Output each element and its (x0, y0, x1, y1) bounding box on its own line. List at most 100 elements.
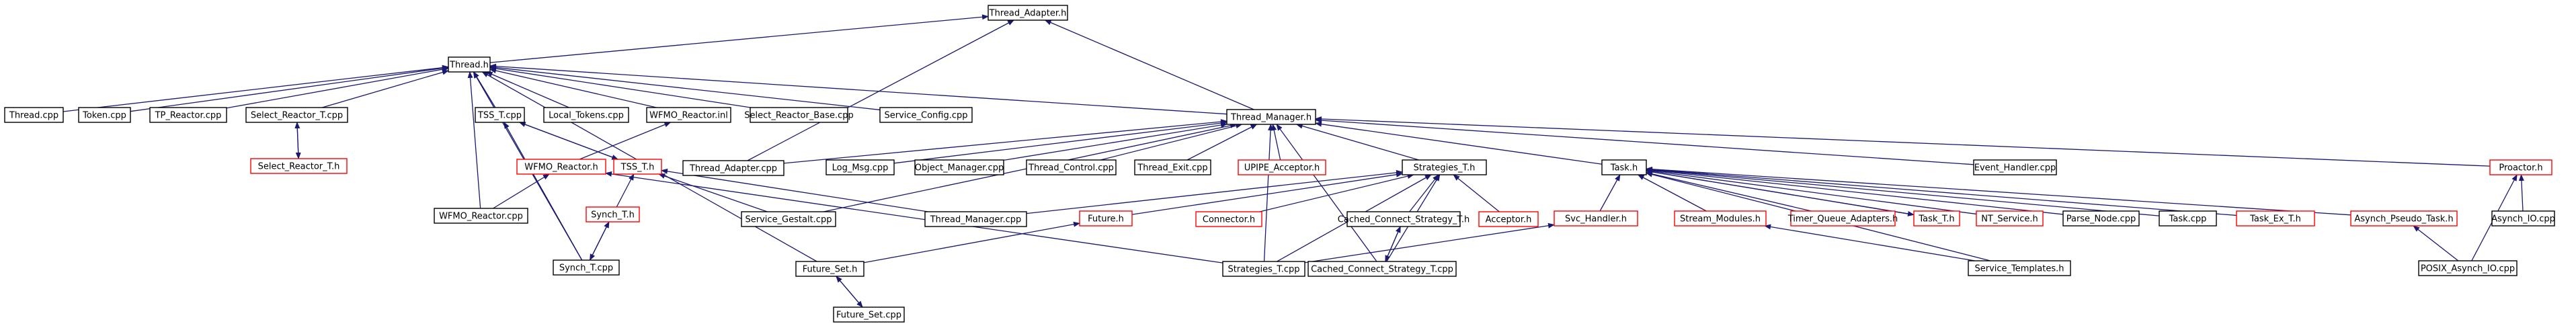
node-posix-asynch-io-cpp[interactable]: POSIX_Asynch_IO.cpp (2418, 260, 2518, 276)
edge-n20-to-n2 (1003, 122, 1227, 161)
node-label: Acceptor.h (1486, 215, 1532, 225)
edge-n13-to-n10 (579, 122, 672, 160)
edge-n2-to-n1 (489, 63, 1227, 115)
node-select-reactor-t-h[interactable]: Select_Reactor_T.h (250, 158, 348, 174)
node-label: Log_Msg.cpp (832, 163, 889, 173)
node-box (879, 107, 973, 123)
edge-n29-to-n24 (1026, 169, 1403, 214)
node-svc-handler-h[interactable]: Svc_Handler.h (1554, 210, 1638, 227)
edge-n11-to-n1 (489, 66, 751, 108)
edge-n5-to-n1 (226, 67, 449, 109)
node-box (1601, 159, 1647, 175)
node-box (516, 159, 606, 175)
node-future-set-h[interactable]: Future_Set.h (795, 261, 864, 277)
node-proactor-h[interactable]: Proactor.h (2489, 159, 2552, 175)
node-box (1402, 159, 1487, 175)
node-label: Local_Tokens.cpp (549, 111, 624, 121)
node-asynch-io-cpp[interactable]: Asynch_IO.cpp (2491, 210, 2555, 227)
node-label: TP_Reactor.cpp (155, 111, 222, 121)
node-box (4, 107, 64, 123)
node-tp-reactor-cpp[interactable]: TP_Reactor.cpp (149, 107, 227, 123)
edge-n2-to-n0 (1044, 19, 1254, 110)
node-box (750, 107, 848, 123)
node-box (553, 259, 620, 276)
edge-n19-to-n2 (893, 120, 1227, 164)
node-service-config-cpp[interactable]: Service_Config.cpp (879, 107, 973, 123)
node-connector-h[interactable]: Connector.h (1195, 211, 1262, 227)
node-label: Timer_Queue_Adapters.h (1787, 214, 1898, 225)
node-label: Task_Ex_T.h (2249, 214, 2301, 225)
node-wfmo-reactor-inl[interactable]: WFMO_Reactor.inl (646, 107, 731, 123)
node-box (682, 160, 784, 176)
node-stream-modules-h[interactable]: Stream_Modules.h (1674, 210, 1767, 227)
node-timer-queue-adapters-h[interactable]: Timer_Queue_Adapters.h (1787, 210, 1898, 227)
node-thread-adapter-h[interactable]: Thread_Adapter.h (988, 5, 1068, 21)
node-future-set-cpp[interactable]: Future_Set.cpp (833, 307, 905, 323)
node-object-manager-cpp[interactable]: Object_Manager.cpp (914, 159, 1004, 175)
node-thread-manager-h[interactable]: Thread_Manager.h (1226, 109, 1316, 125)
node-label: Thread_Adapter.h (989, 9, 1067, 19)
node-acceptor-h[interactable]: Acceptor.h (1478, 211, 1539, 227)
node-token-cpp[interactable]: Token.cpp (78, 107, 131, 123)
edge-n22-to-n2 (1186, 124, 1258, 161)
dependency-edges (63, 14, 2524, 308)
node-service-gestalt-cpp[interactable]: Service_Gestalt.cpp (741, 211, 836, 227)
node-strategies-t-h[interactable]: Strategies_T.h (1402, 159, 1487, 175)
node-service-templates-h[interactable]: Service_Templates.h (1968, 260, 2071, 276)
edge-n30-to-n24 (1131, 171, 1403, 215)
node-nt-service-h[interactable]: NT_Service.h (1976, 210, 2044, 227)
node-task-t-h[interactable]: Task_T.h (1913, 210, 1960, 227)
node-box (1976, 210, 2044, 227)
node-task-cpp[interactable]: Task.cpp (2159, 210, 2217, 227)
node-label: Asynch_Pseudo_Task.h (2354, 214, 2453, 225)
node-future-h[interactable]: Future.h (1079, 210, 1133, 227)
node-box (1674, 210, 1767, 227)
node-log-msg-cpp[interactable]: Log_Msg.cpp (826, 159, 895, 175)
node-label: Cached_Connect_Strategy_T.cpp (1311, 265, 1453, 275)
node-thread-h[interactable]: Thread.h (448, 56, 491, 73)
node-label: Strategies_T.cpp (1227, 265, 1299, 275)
node-box (78, 107, 131, 123)
node-thread-adapter-cpp[interactable]: Thread_Adapter.cpp (682, 160, 784, 176)
node-task-h[interactable]: Task.h (1601, 159, 1647, 175)
edge-n38-to-n25 (1646, 168, 1977, 215)
node-tss-t-h[interactable]: TSS_T.h (613, 159, 662, 175)
node-strategies-t-cpp[interactable]: Strategies_T.cpp (1222, 261, 1305, 277)
node-box (149, 107, 227, 123)
node-box (543, 107, 629, 123)
node-label: Service_Templates.h (1974, 264, 2064, 274)
node-thread-exit-cpp[interactable]: Thread_Exit.cpp (1134, 159, 1211, 175)
node-cached-connect-strategy-t-h[interactable]: Cached_Connect_Strategy_T.h (1338, 211, 1470, 227)
node-event-handler-cpp[interactable]: Event_Handler.cpp (1973, 159, 2057, 175)
node-synch-t-cpp[interactable]: Synch_T.cpp (553, 259, 620, 276)
node-box (475, 107, 525, 123)
node-task-ex-t-h[interactable]: Task_Ex_T.h (2236, 210, 2315, 227)
node-cached-connect-strategy-t-cpp[interactable]: Cached_Connect_Strategy_T.cpp (1307, 261, 1457, 277)
node-box (1195, 211, 1262, 227)
node-parse-node-cpp[interactable]: Parse_Node.cpp (2062, 210, 2140, 227)
node-tss-t-cpp[interactable]: TSS_T.cpp (475, 107, 525, 123)
node-label: Service_Config.cpp (884, 111, 967, 121)
node-box (914, 159, 1004, 175)
node-synch-t-h[interactable]: Synch_T.h (586, 206, 640, 222)
node-label: Asynch_IO.cpp (2491, 214, 2555, 225)
node-asynch-pseudo-task-h[interactable]: Asynch_Pseudo_Task.h (2350, 210, 2458, 227)
node-box (1554, 210, 1638, 227)
node-thread-manager-cpp[interactable]: Thread_Manager.cpp (924, 211, 1027, 227)
node-select-reactor-t-cpp[interactable]: Select_Reactor_T.cpp (245, 107, 348, 123)
node-upipe-acceptor-h[interactable]: UPIPE_Acceptor.h (1238, 159, 1326, 175)
node-box (2236, 210, 2315, 227)
node-thread-control-cpp[interactable]: Thread_Control.cpp (1026, 159, 1117, 175)
node-label: TSS_T.h (620, 163, 655, 173)
edge-n24-to-n2 (1295, 123, 1419, 161)
node-box (1079, 210, 1133, 227)
node-label: Connector.h (1203, 215, 1255, 225)
node-select-reactor-base-cpp[interactable]: Select_Reactor_Base.cpp (744, 107, 854, 123)
node-thread-cpp[interactable]: Thread.cpp (4, 107, 64, 123)
node-local-tokens-cpp[interactable]: Local_Tokens.cpp (543, 107, 629, 123)
node-box (1973, 159, 2057, 175)
node-wfmo-reactor-h[interactable]: WFMO_Reactor.h (516, 159, 606, 175)
node-wfmo-reactor-cpp[interactable]: WFMO_Reactor.cpp (434, 208, 528, 224)
node-box (1968, 260, 2071, 276)
node-box (245, 107, 348, 123)
